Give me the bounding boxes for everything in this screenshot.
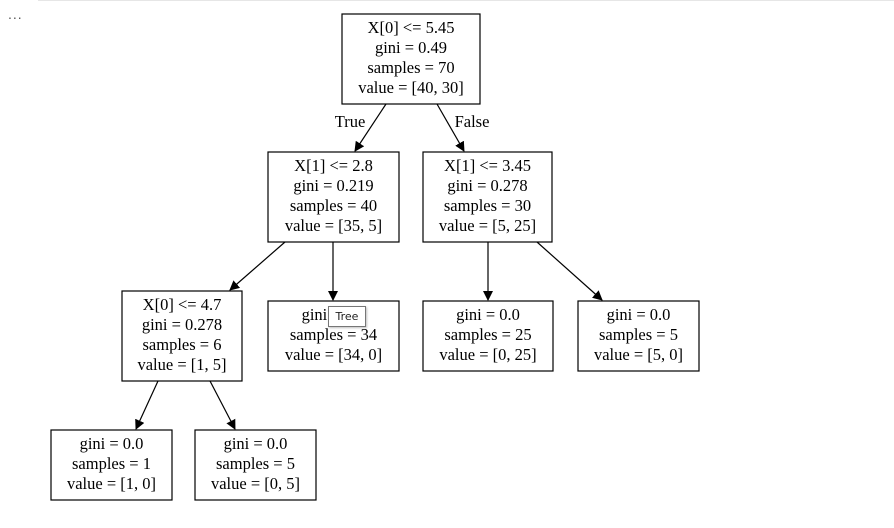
tree-node-line: gini = 0.0 <box>80 434 144 453</box>
tree-node-line: gini = 0.0 <box>607 305 671 324</box>
tree-edge-n2-n3 <box>135 380 159 430</box>
output-collapse-toggle[interactable]: ... <box>8 6 23 22</box>
tree-node-line: value = [1, 0] <box>67 474 156 493</box>
tree-node-line: samples = 5 <box>599 325 678 344</box>
tree-node-box <box>341 13 481 105</box>
tree-node-line: samples = 5 <box>216 454 295 473</box>
tree-node-line: value = [1, 5] <box>137 355 226 374</box>
tree-node-line: samples = 1 <box>72 454 151 473</box>
tree-node-box <box>422 151 553 243</box>
tree-node-line: value = [34, 0] <box>285 345 382 364</box>
tree-node-line: X[0] <= 5.45 <box>368 18 455 37</box>
tree-node-line: X[1] <= 3.45 <box>444 156 531 175</box>
tree-node-line: X[1] <= 2.8 <box>294 156 373 175</box>
tree-node-line: value = [35, 5] <box>285 216 382 235</box>
output-cell-divider <box>38 0 894 1</box>
tree-node-line: value = [5, 25] <box>439 216 536 235</box>
tree-node-line: samples = 40 <box>290 196 377 215</box>
tree-node-line: X[0] <= 4.7 <box>143 295 222 314</box>
tree-node-line: value = [5, 0] <box>594 345 683 364</box>
tree-node-line: gini = 0.49 <box>375 38 447 57</box>
tree-node-line: samples = 30 <box>444 196 531 215</box>
tree-edges: True False <box>135 103 603 430</box>
tree-edge-n6-n8 <box>536 241 603 301</box>
tree-node-line: value = [40, 30] <box>358 78 464 97</box>
tree-node-box <box>422 300 554 372</box>
tree-node-box <box>121 290 243 382</box>
edge-label-false: False <box>455 112 490 131</box>
tree-node-line: gini = 0.219 <box>293 176 373 195</box>
tree-edge-n0-n6 <box>436 103 465 152</box>
tree-node-line: samples = 25 <box>444 325 531 344</box>
tree-node-line: gini = 0.0 <box>224 434 288 453</box>
tree-node-line: value = [0, 25] <box>439 345 536 364</box>
tree-node-line: samples = 34 <box>290 325 377 344</box>
tree-node-line: gini = 0.0 <box>456 305 520 324</box>
tree-node-line: samples = 6 <box>143 335 222 354</box>
edge-label-true: True <box>335 112 366 131</box>
tree-node-line: gini = 0.278 <box>142 315 222 334</box>
tree-node-box <box>577 300 700 372</box>
tree-edge-n2-n4 <box>209 380 236 430</box>
tree-node-box <box>194 429 317 501</box>
tree-edge-n0-n1 <box>354 103 387 152</box>
tree-node-line: samples = 70 <box>367 58 454 77</box>
tooltip: Tree <box>328 306 366 327</box>
tree-edge-n1-n2 <box>229 241 286 291</box>
tree-node-line: value = [0, 5] <box>211 474 300 493</box>
tree-node-line: gini = 0.278 <box>447 176 527 195</box>
tree-node-box <box>267 151 400 243</box>
tree-node-box <box>50 429 173 501</box>
